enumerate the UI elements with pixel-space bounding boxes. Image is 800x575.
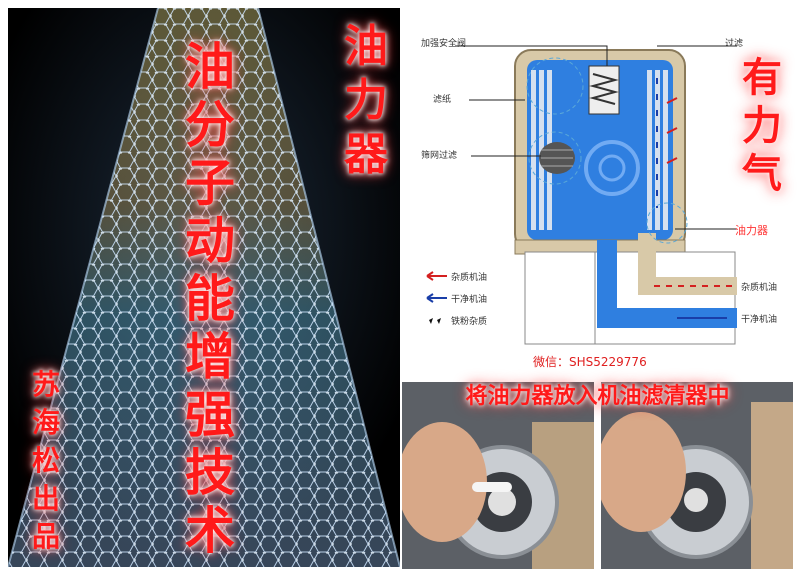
label-mesh-filter: 筛网过滤 (421, 151, 458, 161)
nanotube-illustration (8, 8, 400, 567)
main-slogan: 油 分 子 动 能 增 强 技 术 (180, 38, 240, 560)
label-oil-device: 油力器 (735, 224, 768, 237)
label-filter: 过滤 (725, 39, 744, 49)
wechat-contact: 微信：SHS5229776 (533, 355, 647, 369)
label-filter-paper: 滤纸 (433, 95, 452, 105)
photos-caption: 将油力器放入机油滤清器中 (465, 384, 730, 409)
photo-right (601, 382, 793, 569)
main-slogan-char: 术 (185, 502, 235, 560)
legend-iron-debris: 铁粉杂质 (451, 317, 488, 327)
photo-left (402, 382, 594, 569)
filter-cutaway-illustration (426, 45, 737, 345)
label-safety-valve: 加强安全阀 (421, 39, 467, 49)
filter-hand-photo-right (601, 382, 793, 569)
installation-photos: 将油力器放入机油滤清器中 (400, 380, 795, 570)
filter-hand-photo-left (402, 382, 594, 569)
product-title: 油 力 器 (344, 21, 388, 180)
legend-dirty-oil: 杂质机油 (451, 273, 488, 283)
legend-clean-oil: 干净机油 (451, 295, 488, 305)
oil-filter-diagram: 加强安全阀 过滤 滤纸 筛网过滤 油力器 杂质机油 干净机油 铁粉杂质 杂质机油… (407, 8, 792, 370)
nanotube-panel: 油 分 子 动 能 增 强 技 术 油 力 器 苏 海 松 出 品 (8, 8, 400, 567)
author-credit: 苏 海 松 出 品 (31, 368, 60, 553)
side-slogan: 有 力 气 (742, 55, 782, 197)
label-dirty-oil-inlet: 杂质机油 (741, 283, 778, 293)
label-clean-oil-outlet: 干净机油 (741, 315, 778, 325)
